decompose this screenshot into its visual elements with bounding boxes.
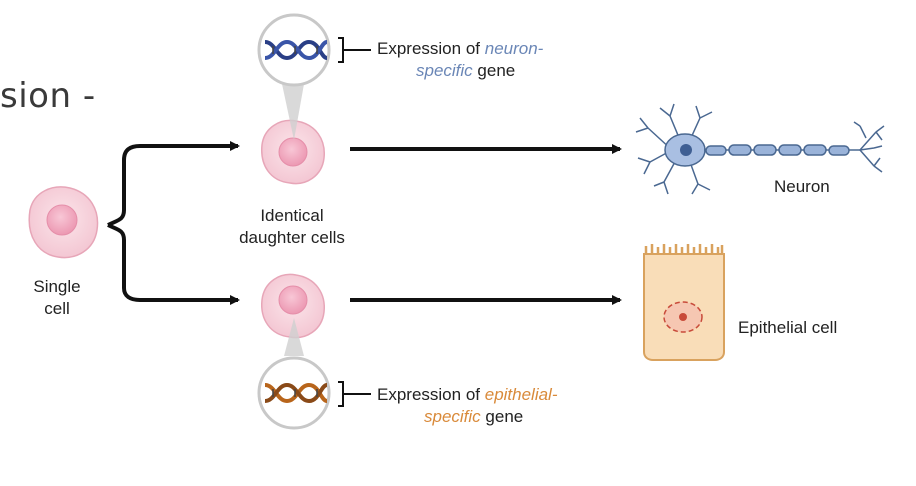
single-cell-icon [28, 186, 99, 259]
epithelial-expression-label: Expression of epithelial- specific gene [377, 384, 597, 428]
neuron-label: Neuron [774, 177, 830, 196]
single-cell-label-line1: Single [33, 277, 81, 296]
epithelial-highlight: epithelial- [484, 385, 558, 404]
neuron-expression-label: Expression of neuron- specific gene [377, 38, 577, 82]
gene-suffix: gene [472, 61, 516, 80]
epithelial-expression-line2: specific gene [377, 406, 597, 428]
magnifier-top-icon [257, 13, 331, 140]
bracket-bottom-icon [338, 381, 371, 407]
neuron-expression-line1: Expression of neuron- [377, 38, 577, 60]
neuron-highlight: neuron- [484, 39, 544, 58]
daughter-cell-top-icon [261, 119, 325, 185]
branch-arrows [107, 141, 240, 305]
daughter-cells-label: Identical daughter cells [222, 205, 362, 249]
bracket-top-icon [338, 37, 371, 63]
neuron-expression-line2: specific gene [377, 60, 577, 82]
epithelial-specific-highlight: specific [424, 407, 481, 426]
magnifier-bottom-icon [257, 318, 331, 430]
gene-suffix: gene [480, 407, 524, 426]
epithelial-expression-line1: Expression of epithelial- [377, 384, 597, 406]
neuron-icon [635, 103, 885, 195]
daughter-cell-bottom-icon [261, 273, 325, 339]
epithelial-cell-icon [643, 244, 725, 361]
daughter-cells-label-line2: daughter cells [239, 228, 345, 247]
slide-title-fragment: sion - [0, 76, 96, 116]
expression-prefix: Expression of [377, 39, 485, 58]
daughter-cells-label-line1: Identical [260, 206, 324, 225]
epithelial-cell-label: Epithelial cell [738, 318, 838, 337]
dna-helix-icon [264, 39, 328, 61]
expression-prefix: Expression of [377, 385, 485, 404]
dna-helix-icon [264, 382, 328, 404]
single-cell-label: Single cell [22, 276, 92, 320]
neuron-specific-highlight: specific [416, 61, 473, 80]
single-cell-label-line2: cell [44, 299, 70, 318]
